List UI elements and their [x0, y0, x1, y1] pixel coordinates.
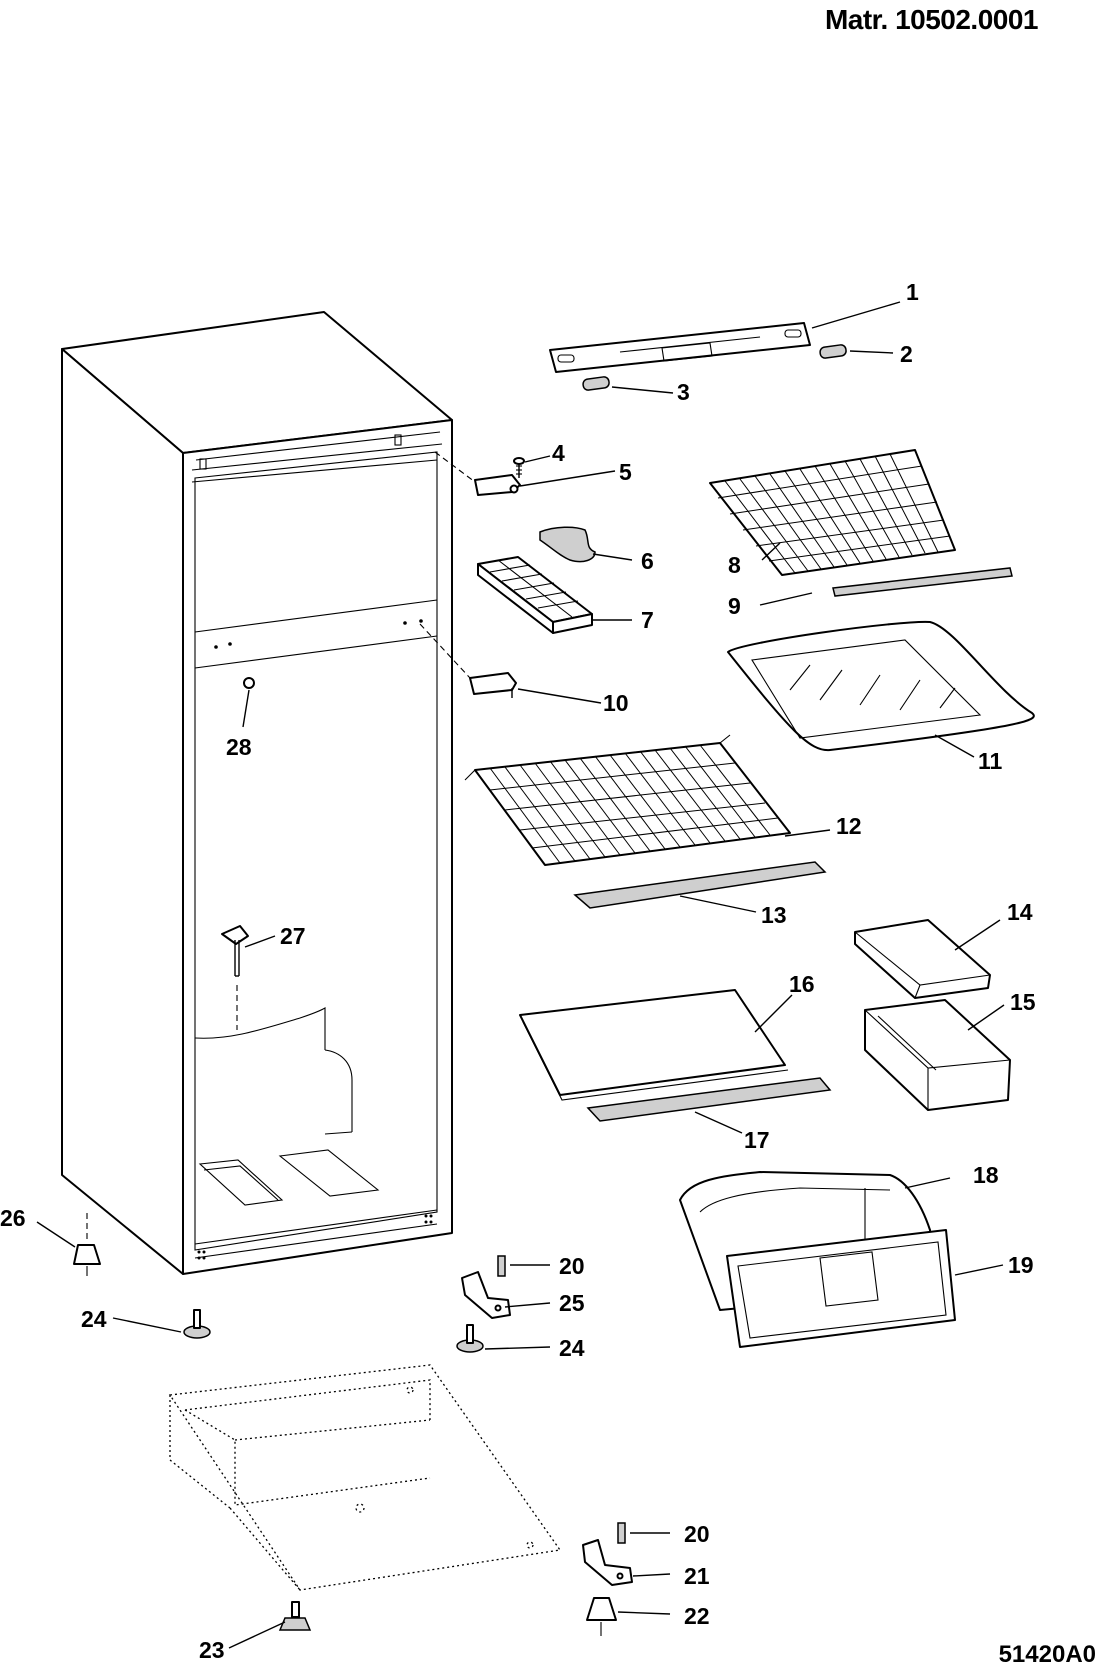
callout-6: 6 — [641, 548, 654, 574]
part-15-crisper-bin — [864, 999, 1011, 1111]
part-8-freezer-wire-shelf — [709, 449, 956, 576]
callout-labels: 1 2 3 4 5 6 7 8 9 10 11 12 13 14 15 16 1… — [0, 279, 1036, 1663]
drawing-code: 51420A0 — [998, 1641, 1096, 1668]
part-26-foot — [73, 1213, 101, 1276]
callout-20-upper: 20 — [559, 1253, 585, 1279]
callout-13: 13 — [761, 902, 787, 928]
leader-lines — [36, 301, 1005, 1649]
callout-27: 27 — [280, 923, 306, 949]
part-13-shelf-trim — [573, 861, 827, 909]
callout-14: 14 — [1007, 899, 1033, 925]
cabinet-body — [61, 311, 453, 1275]
part-20-pin-lower — [617, 1522, 626, 1544]
part-27-thermostat — [221, 925, 249, 1030]
callout-8: 8 — [728, 552, 741, 578]
part-17-shelf-trim — [586, 1077, 832, 1122]
callout-11: 11 — [978, 748, 1003, 774]
part-10-middle-hinge — [419, 623, 517, 698]
callout-22: 22 — [684, 1603, 710, 1629]
part-3-hinge-cap — [582, 376, 610, 391]
callout-28: 28 — [226, 734, 252, 760]
part-6-ice-scoop — [539, 526, 596, 563]
callout-2: 2 — [900, 341, 913, 367]
part-14-crisper-cover — [854, 919, 991, 999]
part-20-pin-upper — [497, 1255, 506, 1277]
callout-26: 26 — [0, 1205, 26, 1231]
callout-23: 23 — [199, 1637, 225, 1663]
callout-16: 16 — [789, 971, 815, 997]
callout-20-lower: 20 — [684, 1521, 710, 1547]
part-2-hinge-cap — [819, 344, 847, 359]
callout-12: 12 — [836, 813, 862, 839]
callout-15: 15 — [1010, 989, 1036, 1015]
callout-19: 19 — [1008, 1252, 1034, 1278]
callout-1: 1 — [906, 279, 919, 305]
part-4-screw — [513, 457, 525, 478]
callout-9: 9 — [728, 593, 741, 619]
part-16-glass-shelf — [519, 989, 789, 1101]
part-19-drawer-front — [726, 1229, 956, 1348]
part-25-bottom-hinge — [461, 1271, 511, 1319]
callout-10: 10 — [603, 690, 629, 716]
part-5-upper-hinge — [434, 451, 521, 496]
callout-3: 3 — [677, 379, 690, 405]
part-24-adjustable-foot-right — [456, 1324, 484, 1353]
callout-7: 7 — [641, 607, 654, 633]
callout-25: 25 — [559, 1290, 585, 1316]
material-number: Matr. 10502.0001 — [824, 4, 1039, 35]
part-23-adjustable-foot — [278, 1601, 312, 1631]
part-9-shelf-trim — [832, 567, 1013, 597]
part-12-wire-shelf — [464, 734, 791, 866]
part-7-ice-tray — [477, 556, 593, 634]
callout-18: 18 — [973, 1162, 999, 1188]
callout-24-left: 24 — [81, 1306, 107, 1332]
callout-17: 17 — [744, 1127, 770, 1153]
callout-24-right: 24 — [559, 1335, 585, 1361]
part-21-bottom-hinge — [582, 1539, 633, 1586]
part-24-adjustable-foot-left — [183, 1309, 211, 1339]
base-plinth-dotted — [168, 1364, 562, 1591]
part-22-foot — [586, 1597, 617, 1636]
callout-21: 21 — [684, 1563, 710, 1589]
callout-5: 5 — [619, 459, 632, 485]
part-28-plug — [243, 677, 255, 689]
part-1-top-cover — [549, 322, 811, 373]
callout-4: 4 — [552, 440, 565, 466]
part-11-glass-shelf — [727, 620, 1035, 752]
